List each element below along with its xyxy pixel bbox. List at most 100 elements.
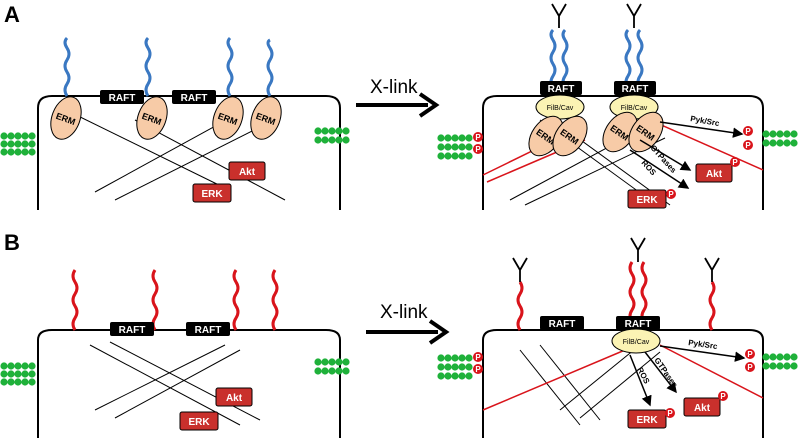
phosphate-icon: P (718, 391, 728, 401)
svg-text:Pyk/Src: Pyk/Src (690, 114, 721, 128)
svg-text:ROS: ROS (640, 158, 659, 177)
panel-a-crosslinked-cell: RAFT RAFT FilB/Cav FilB/Cav ERM ERM ERM … (437, 3, 798, 210)
phosphate-icon: P (473, 132, 483, 142)
pyk-src-arrow: Pyk/Src (659, 338, 746, 362)
svg-text:P: P (745, 141, 751, 150)
red-receptor (271, 269, 279, 331)
antibody-icon (551, 3, 567, 28)
akt-box: Akt (215, 387, 253, 407)
blue-receptor (266, 38, 274, 97)
phosphate-icon: P (473, 144, 483, 154)
svg-text:P: P (745, 127, 751, 136)
svg-text:P: P (747, 350, 753, 359)
svg-text:X-link: X-link (380, 302, 428, 323)
raft-box: RAFT (172, 90, 216, 104)
x-link-arrow-b: X-link (366, 302, 450, 345)
phosphate-icon: P (473, 352, 483, 362)
akt-box: Akt P (695, 157, 740, 183)
red-receptor (151, 269, 159, 331)
phosphate-icon: P (745, 362, 755, 372)
svg-text:Akt: Akt (694, 403, 711, 414)
blue-receptor (226, 36, 234, 97)
green-chain-right (762, 353, 798, 370)
svg-text:P: P (668, 190, 674, 199)
svg-text:P: P (475, 133, 481, 142)
svg-text:ERK: ERK (636, 415, 658, 426)
filb-cav: FilB/Cav (611, 328, 661, 354)
raft-box: RAFT (110, 322, 154, 336)
gtpases-arrow: GTPases (644, 351, 680, 394)
svg-text:RAFT: RAFT (195, 325, 222, 336)
svg-text:P: P (667, 409, 673, 418)
panel-b-label: B (4, 230, 20, 255)
svg-text:X-link: X-link (370, 77, 418, 98)
svg-text:RAFT: RAFT (109, 93, 136, 104)
red-receptor (708, 281, 716, 331)
svg-text:RAFT: RAFT (119, 325, 146, 336)
erk-box: ERK P (627, 408, 675, 429)
red-receptor (232, 269, 240, 331)
svg-text:P: P (747, 363, 753, 372)
ros-arrow: ROS (629, 354, 652, 407)
phosphate-icon: P (730, 157, 740, 167)
phosphate-icon: P (665, 408, 675, 418)
svg-text:FilB/Cav: FilB/Cav (623, 339, 650, 346)
svg-text:ERK: ERK (201, 189, 223, 200)
svg-text:FilB/Cav: FilB/Cav (547, 105, 574, 112)
erm-protein: ERM (212, 96, 244, 140)
green-chain-right (314, 127, 350, 144)
svg-text:Pyk/Src: Pyk/Src (688, 338, 719, 351)
erm-protein: ERM (628, 111, 664, 153)
erm-protein: ERM (552, 115, 588, 157)
akt-box: Akt (228, 161, 266, 181)
phosphate-icon: P (745, 349, 755, 359)
raft-box: RAFT (614, 81, 656, 95)
green-chain-left (437, 354, 473, 380)
svg-text:FilB/Cav: FilB/Cav (621, 105, 648, 112)
phosphate-icon: P (743, 126, 753, 136)
raft-box: RAFT (540, 316, 584, 330)
red-receptor (71, 269, 79, 331)
erk-box: ERK P (627, 189, 676, 209)
x-link-arrow-a: X-link (356, 77, 440, 118)
akt-box: Akt P (683, 391, 728, 417)
pyk-src-arrow: Pyk/Src (659, 114, 744, 138)
svg-text:RAFT: RAFT (622, 84, 649, 95)
svg-text:GTPases: GTPases (652, 356, 679, 390)
green-chain-left (0, 132, 36, 156)
phosphate-icon: P (743, 140, 753, 150)
panel-a-label: A (4, 2, 20, 27)
blue-receptor (63, 36, 71, 97)
erm-protein: ERM (136, 96, 168, 140)
svg-text:ERK: ERK (188, 417, 210, 428)
svg-text:RAFT: RAFT (549, 319, 576, 330)
panel-b-crosslinked-cell: RAFT RAFT FilB/Cav Pyk/Src GTPases ROS A… (437, 237, 798, 438)
filb-cav: FilB/Cav (535, 94, 585, 120)
erk-box: ERK (192, 183, 232, 203)
svg-text:RAFT: RAFT (181, 93, 208, 104)
phosphate-icon: P (473, 364, 483, 374)
erk-box: ERK (179, 411, 219, 431)
svg-text:ERK: ERK (636, 195, 658, 206)
svg-text:RAFT: RAFT (625, 319, 652, 330)
panel-a-resting-cell: ERM ERM ERM ERM RAFT RAFT Akt ERK (0, 36, 350, 210)
svg-text:Akt: Akt (239, 167, 256, 178)
svg-text:Akt: Akt (706, 169, 723, 180)
antibody-icon (630, 237, 646, 262)
svg-text:Akt: Akt (226, 393, 243, 404)
svg-text:P: P (475, 365, 481, 374)
raft-box: RAFT (616, 316, 660, 330)
phosphate-icon: P (666, 189, 676, 199)
panel-b-resting-cell: RAFT RAFT Akt ERK (0, 269, 350, 438)
antibody-icon (626, 3, 642, 28)
svg-text:P: P (732, 158, 738, 167)
raft-box: RAFT (100, 90, 144, 104)
svg-text:P: P (475, 145, 481, 154)
blue-receptor-pair (549, 28, 569, 89)
green-chain-right (762, 130, 798, 147)
svg-text:RAFT: RAFT (548, 84, 575, 95)
red-receptor-pair (628, 261, 648, 323)
raft-box: RAFT (540, 81, 582, 95)
green-chain-left (0, 362, 36, 386)
erm-protein: ERM (50, 96, 82, 140)
